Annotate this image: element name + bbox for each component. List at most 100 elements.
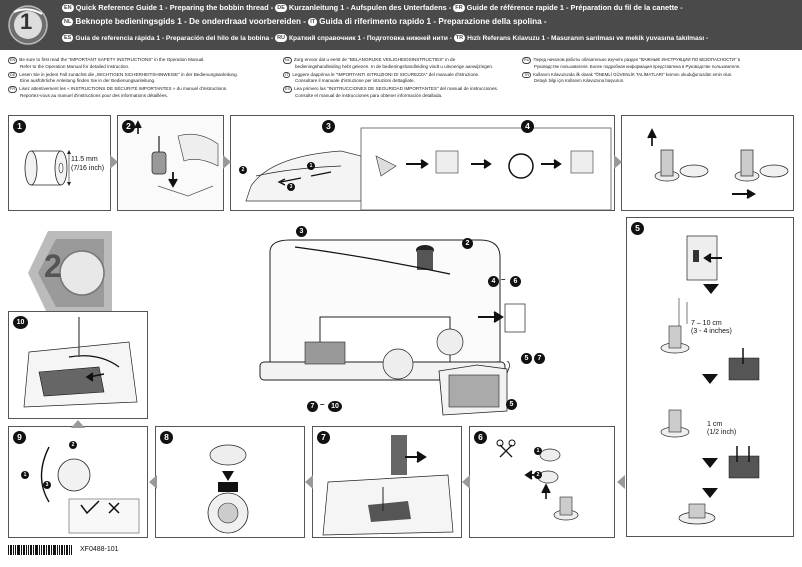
step-number-badge: 10: [13, 316, 28, 329]
callout-badge: 3: [287, 183, 295, 191]
step-5-panel: 5 7 – 10 cm (3 - 4 inches) 1 cm (1/2 inc…: [626, 217, 794, 537]
instruction-line: Руководстве пользователя. Более подробна…: [534, 63, 741, 69]
step-number-badge: 2: [122, 120, 135, 133]
callout-badge: 3: [43, 481, 51, 489]
header-title-ru: Краткий справочник 1 - Подготовка нижней…: [289, 35, 452, 42]
trim-length-label: 1 cm: [707, 421, 723, 428]
callout-badge: 10: [328, 401, 342, 412]
instruction-line: Be sure to first read the "IMPORTANT SAF…: [19, 57, 205, 62]
step-8-panel: 8: [155, 426, 305, 538]
flow-arrow-icon: [149, 475, 157, 489]
lang-tag: FR: [453, 4, 465, 12]
step-1-panel: 1 11.5 mm (7/16 inch): [8, 115, 111, 211]
header-title-es: Guía de referencia rápida 1 - Preparació…: [75, 35, 274, 42]
callout-badge: 1: [534, 447, 542, 455]
spool-pin-illustration: [134, 120, 219, 197]
instruction-line: Detaylı bilgi için Kullanım Kılavuzuna b…: [534, 78, 625, 84]
instruction-line: bedieningshandleiding hebt gelezen. In d…: [295, 63, 494, 69]
lang-tag: RU: [275, 34, 288, 42]
callout-badge: 1: [307, 162, 315, 170]
step-number-badge: 5: [631, 222, 644, 235]
step-number-badge: 1: [13, 120, 26, 133]
callout-badge: 2: [69, 441, 77, 449]
bobbin-height-inch-label: (7/16 inch): [71, 165, 105, 172]
range-dash: –: [501, 275, 506, 284]
instruction-line: Lea primero las "INSTRUCCIONES DE SEGURI…: [294, 86, 499, 92]
lang-tag: NL: [62, 18, 74, 26]
winding-steps-illustration: [660, 235, 760, 525]
instruction-line: Leggere dapprima le "IMPORTANTI ISTRUZIO…: [292, 71, 480, 77]
callout-badge: 5: [506, 399, 517, 410]
callout-badge: 6: [510, 276, 521, 287]
lang-tag: FR: [8, 86, 18, 93]
callout-badge: 2: [239, 166, 247, 174]
instruction-line: Lisez attentivement les « INSTRUCTIONS D…: [19, 86, 228, 92]
trim-length-inch-label: (1/2 inch): [707, 429, 737, 436]
step-number-badge: 3: [322, 120, 335, 133]
lang-tag: RU: [522, 57, 532, 64]
instruction-line: Lesen Sie in jedem Fall zunächst die „WI…: [19, 71, 238, 77]
step-bobbin-winder-panel: [621, 115, 794, 211]
thread-guide-illustration: [245, 127, 612, 210]
remove-bobbin-illustration: [496, 439, 579, 521]
header-title-en: Quick Reference Guide 1 - Preparing the …: [75, 3, 274, 12]
callout-badge: 7: [534, 353, 545, 364]
flow-arrow-icon: [614, 155, 622, 169]
instruction-line: Kullanım Kılavuzunda ilk olarak "ÖNEMLİ …: [533, 71, 733, 77]
header-title-de: Kurzanleitung 1 - Aufspulen des Unterfad…: [288, 3, 452, 12]
open-bobbin-cover-illustration: [322, 435, 454, 536]
instruction-line: Перед началом работы обязательно изучите…: [533, 57, 740, 62]
lang-tag: IT: [283, 71, 291, 79]
thread-length-inch-label: (3 - 4 inches): [691, 328, 732, 335]
section-2-badge-number: 2: [44, 248, 62, 284]
barcode-icon: [8, 545, 72, 555]
lang-tag: ES: [283, 86, 293, 93]
bobbin-illustration: [24, 150, 71, 186]
callout-badge: 4: [488, 276, 499, 287]
callout-badge: 5: [521, 353, 532, 364]
guide-1-badge-icon: [8, 5, 48, 45]
guide-1-badge-number: 1: [20, 9, 33, 34]
header-title-tr: Hızlı Referans Kılavuzu 1 - Masuranın sa…: [467, 35, 709, 42]
step-number-badge: 7: [317, 431, 330, 444]
flow-arrow-icon: [462, 475, 470, 489]
range-dash: –: [320, 400, 325, 409]
header-title-nl: Beknopte bedieningsgids 1 - De onderdraa…: [75, 17, 306, 26]
lang-tag: TR: [453, 34, 466, 42]
lang-tag: TR: [522, 71, 532, 79]
callout-badge: 1: [21, 471, 29, 479]
instruction-line: Consultare il manuale d'istruzione per i…: [295, 78, 415, 84]
part-number: XF0488-101: [80, 546, 119, 553]
step-10-panel: 10: [8, 311, 148, 419]
callout-badge: 7: [307, 401, 318, 412]
lang-tag: IT: [308, 18, 318, 26]
flow-arrow-icon: [71, 420, 85, 428]
step-6-panel: 6 1 2: [469, 426, 615, 538]
lang-tag: EN: [8, 57, 18, 64]
lang-tag: DE: [8, 71, 18, 79]
bobbin-cover-close-illustration: [23, 317, 138, 408]
flow-arrow-icon: [223, 155, 231, 169]
step-number-badge: 4: [521, 120, 534, 133]
lang-tag: DE: [275, 4, 287, 12]
flow-arrow-icon: [110, 155, 118, 169]
step-2-panel: 2: [117, 115, 224, 211]
lang-tag: EN: [62, 4, 74, 12]
header-title-it: Guida di riferimento rapido 1 - Preparaz…: [319, 17, 547, 26]
instruction-line: Reportez-vous au manuel d'instructions p…: [20, 92, 168, 98]
instruction-line: Refer to the Operation Manual for detail…: [20, 63, 130, 69]
step-number-badge: 9: [13, 431, 26, 444]
flow-arrow-icon: [617, 475, 625, 489]
